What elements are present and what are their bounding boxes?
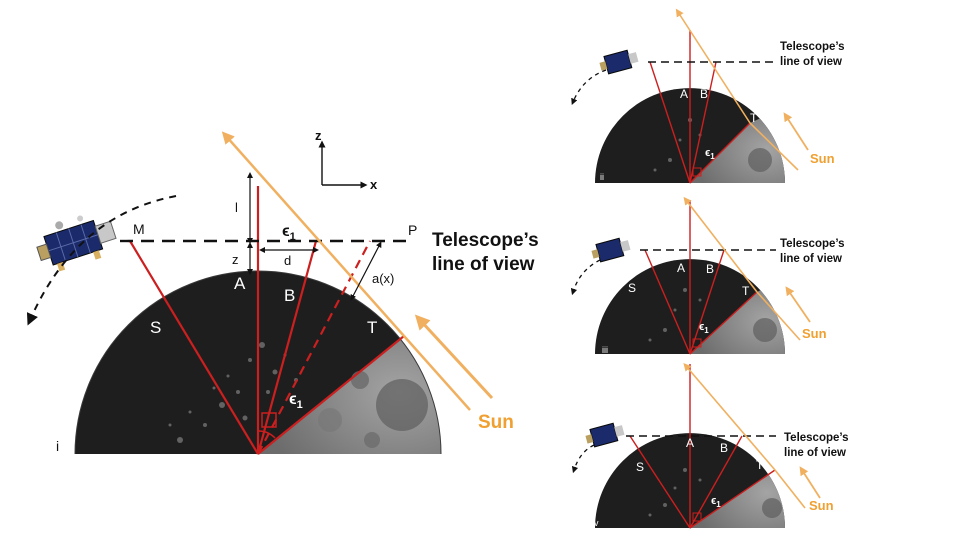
sun-label-main: Sun xyxy=(478,412,514,433)
radial-lines-main xyxy=(129,186,405,455)
label-z: z xyxy=(232,252,239,267)
label-B-iv: B xyxy=(720,441,728,455)
sun-label-iii: Sun xyxy=(802,326,827,341)
panel-iii: S A B T ϵ1 Telescope’s line of view Sun … xyxy=(570,196,845,355)
telescope-label-main-1: Telescope’s xyxy=(432,230,539,251)
roman-i: i xyxy=(56,438,59,454)
label-T-iv: T xyxy=(756,458,764,472)
orbit-path-main xyxy=(26,195,177,326)
telescope-label-iv-1: Telescope’s xyxy=(784,432,849,444)
epsilon-ii: ϵ1 xyxy=(705,147,715,161)
label-T-iii: T xyxy=(742,284,750,298)
label-A-iv: A xyxy=(686,436,694,450)
spacecraft-icon xyxy=(591,237,631,263)
label-S-ii: S xyxy=(608,102,616,116)
roman-iii: iii xyxy=(602,345,608,355)
dim-ax xyxy=(350,241,382,301)
line-T-main xyxy=(257,335,405,455)
sun-ray-main xyxy=(221,131,405,337)
label-T-ii: T xyxy=(750,111,758,125)
label-B-ii: B xyxy=(700,87,708,101)
axis-z-label: z xyxy=(315,128,322,143)
sun-label-ii: Sun xyxy=(810,151,835,166)
epsilon-upper: ϵ1 xyxy=(282,223,296,243)
line-B-main xyxy=(256,240,318,455)
label-d: d xyxy=(284,253,291,268)
epsilon-lower: ϵ1 xyxy=(289,391,303,411)
spacecraft-icon xyxy=(36,215,117,272)
label-S-iv: S xyxy=(636,460,644,474)
label-B-main: B xyxy=(284,286,295,305)
roman-ii: ii xyxy=(600,172,604,182)
sun-label-iv: Sun xyxy=(809,498,834,513)
label-A-ii: A xyxy=(680,87,688,101)
telescope-label-ii-2: line of view xyxy=(780,56,842,68)
line-S-main xyxy=(129,240,259,455)
telescope-label-ii-1: Telescope’s xyxy=(780,41,845,53)
label-A-iii: A xyxy=(677,261,685,275)
spacecraft-icon xyxy=(585,422,625,448)
sun-ray-main-lower xyxy=(403,335,471,411)
label-l: l xyxy=(235,200,238,215)
roman-iv: iv xyxy=(592,518,599,528)
spacecraft-icon xyxy=(599,49,639,75)
telescope-label-iv-2: line of view xyxy=(784,447,846,459)
label-B-iii: B xyxy=(706,262,714,276)
epsilon-iii: ϵ1 xyxy=(699,321,709,335)
label-S-iii: S xyxy=(628,281,636,295)
telescope-label-main-2: line of view xyxy=(432,254,535,275)
telescope-label-iii-1: Telescope’s xyxy=(780,238,845,250)
epsilon-iv: ϵ1 xyxy=(711,495,721,509)
telescope-label-iii-2: line of view xyxy=(780,253,842,265)
label-T-main: T xyxy=(367,318,377,337)
panel-main: M P S A B T l z d a(x) ϵ1 ϵ1 z x Telesco… xyxy=(26,128,539,455)
panel-ii: S A B T ϵ1 Telescope’s line of view Sun … xyxy=(571,8,845,184)
panel-iv: S A B T ϵ1 Telescope’s line of view Sun … xyxy=(571,362,849,529)
axis-x-label: x xyxy=(370,177,378,192)
label-ax: a(x) xyxy=(372,271,394,286)
label-P: P xyxy=(408,222,417,238)
coord-axes xyxy=(318,140,368,189)
sun-arrow-main xyxy=(414,314,494,400)
label-S-main: S xyxy=(150,318,161,337)
label-M: M xyxy=(133,221,145,237)
label-A-main: A xyxy=(234,274,246,293)
